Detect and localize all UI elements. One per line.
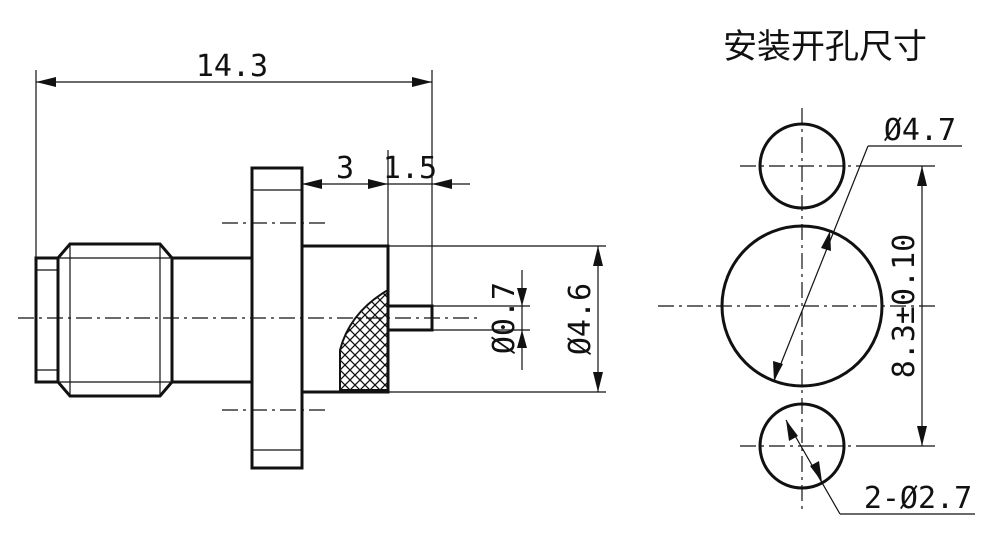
mounting-holes-label: 2-Ø2.7	[864, 481, 972, 516]
body-diameter-label: Ø4.6	[563, 283, 598, 355]
pin-diameter-label: Ø0.7	[487, 282, 522, 354]
dim-center-hole: Ø4.7	[773, 113, 962, 382]
top-mounting-hole	[758, 122, 846, 210]
dim-3-label: 3	[336, 151, 354, 186]
thread-end	[34, 256, 60, 384]
mounting-flange	[250, 166, 304, 470]
bottom-mounting-hole	[758, 402, 846, 490]
dim-pin-diameter: Ø0.7	[432, 270, 530, 370]
connector-side-view	[18, 166, 480, 470]
dim-flange-pin: 3 1.5	[301, 150, 470, 246]
hole-spacing-label: 8.3±0.10	[887, 234, 922, 379]
dim-1-5-label: 1.5	[383, 151, 437, 186]
overall-length-label: 14.3	[196, 49, 268, 84]
dim-overall-length: 14.3	[35, 49, 433, 306]
panel-cutout-view	[658, 108, 935, 510]
dim-mounting-holes: 2-Ø2.7	[785, 419, 975, 516]
hex-nut	[56, 242, 174, 398]
center-hole-diameter-label: Ø4.7	[884, 113, 956, 148]
dim-body-diameter: Ø4.6	[388, 245, 606, 393]
dim-hole-spacing: 8.3±0.10	[870, 165, 935, 447]
cutout-title: 安装开孔尺寸	[723, 27, 927, 67]
connector-shank	[170, 256, 254, 384]
center-pin	[386, 304, 434, 332]
dielectric-section	[339, 288, 389, 391]
